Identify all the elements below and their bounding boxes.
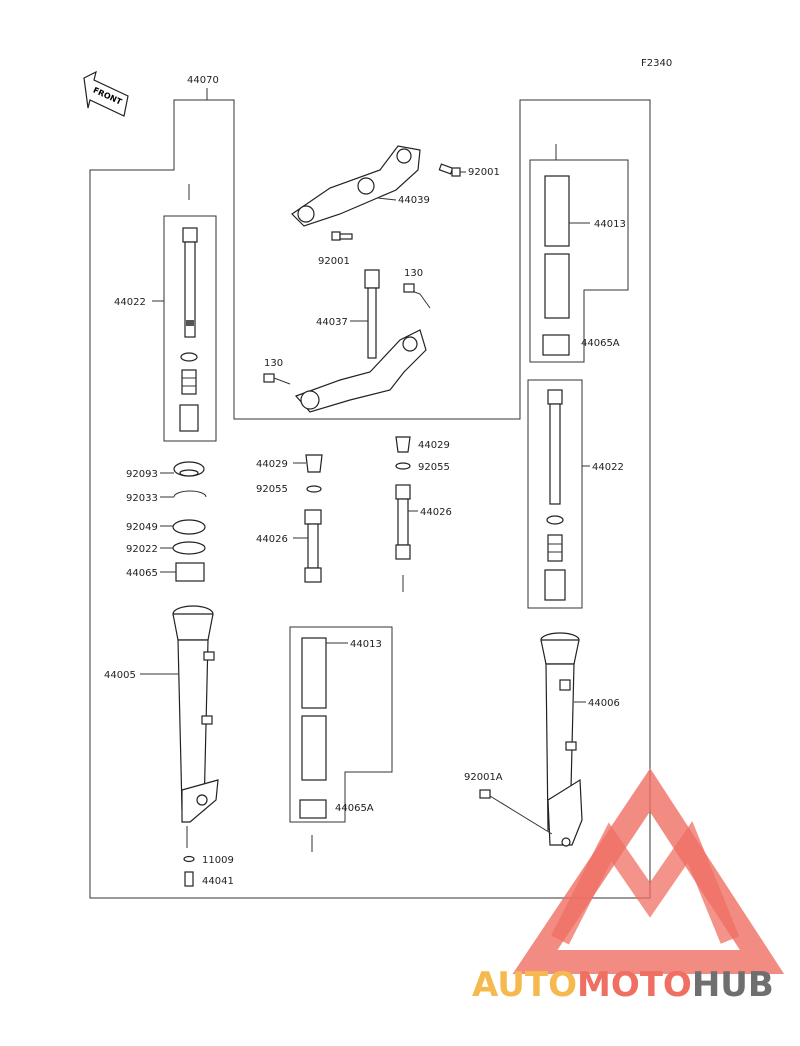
label-92055-right: 92055 bbox=[418, 462, 450, 473]
watermark-auto: AUTO bbox=[472, 965, 577, 1005]
fork-tube-right-upper bbox=[542, 175, 570, 356]
label-44037: 44037 bbox=[316, 317, 348, 328]
watermark-text: AUTOMOTOHUB bbox=[472, 965, 774, 1005]
watermark-hub: HUB bbox=[692, 965, 774, 1005]
label-92049: 92049 bbox=[126, 522, 158, 533]
fork-spring-left bbox=[179, 227, 199, 432]
seal-stack-left bbox=[172, 461, 207, 582]
watermark-m-icon bbox=[551, 821, 740, 945]
label-11009: 11009 bbox=[202, 855, 234, 866]
label-44026-mid: 44026 bbox=[256, 534, 288, 545]
bolt-130-left bbox=[263, 373, 275, 383]
label-92093: 92093 bbox=[126, 469, 158, 480]
damper-mid bbox=[304, 454, 323, 583]
bolt-44041 bbox=[184, 871, 194, 887]
label-130-left: 130 bbox=[264, 358, 283, 369]
label-44029-right: 44029 bbox=[418, 440, 450, 451]
front-arrow-icon: FRONT bbox=[83, 70, 129, 117]
outer-fork-tube-left bbox=[172, 605, 219, 823]
label-44022-right: 44022 bbox=[592, 462, 624, 473]
upper-triple-clamp bbox=[291, 145, 421, 227]
label-44065: 44065 bbox=[126, 568, 158, 579]
label-44005: 44005 bbox=[104, 670, 136, 681]
bolt-130-top bbox=[403, 283, 415, 293]
damper-right bbox=[395, 436, 411, 560]
box-44022-right bbox=[527, 379, 583, 609]
label-44026-right: 44026 bbox=[420, 507, 452, 518]
washer-11009 bbox=[183, 855, 195, 863]
label-130-top: 130 bbox=[404, 268, 423, 279]
bolt-92001-top bbox=[438, 163, 461, 177]
watermark-moto: MOTO bbox=[577, 965, 692, 1005]
label-92001-mid: 92001 bbox=[318, 256, 350, 267]
steering-stem bbox=[294, 269, 427, 413]
label-92001a: 92001A bbox=[464, 772, 503, 783]
label-44039: 44039 bbox=[398, 195, 430, 206]
watermark-logo: AUTOMOTOHUB bbox=[472, 768, 785, 1005]
label-44065a-mid: 44065A bbox=[335, 803, 374, 814]
label-92033: 92033 bbox=[126, 493, 158, 504]
assembly-frame bbox=[89, 99, 651, 899]
label-44022-left: 44022 bbox=[114, 297, 146, 308]
box-44013-right bbox=[529, 159, 629, 363]
label-44013-right: 44013 bbox=[594, 219, 626, 230]
label-44065a-right: 44065A bbox=[581, 338, 620, 349]
box-44013-mid bbox=[289, 626, 393, 823]
bolt-92001-mid bbox=[331, 231, 353, 241]
bolt-92001a bbox=[479, 789, 491, 799]
box-44022-left bbox=[163, 215, 217, 442]
figure-code: F2340 bbox=[641, 58, 672, 69]
label-44041: 44041 bbox=[202, 876, 234, 887]
label-92055-mid: 92055 bbox=[256, 484, 288, 495]
label-44006: 44006 bbox=[588, 698, 620, 709]
label-44013-mid: 44013 bbox=[350, 639, 382, 650]
label-44070: 44070 bbox=[187, 75, 219, 86]
outer-fork-tube-right bbox=[540, 632, 583, 847]
label-44029-mid: 44029 bbox=[256, 459, 288, 470]
label-92001-top: 92001 bbox=[468, 167, 500, 178]
label-92022: 92022 bbox=[126, 544, 158, 555]
fork-tube-mid-lower bbox=[299, 637, 327, 819]
fork-spring-right bbox=[544, 389, 566, 601]
